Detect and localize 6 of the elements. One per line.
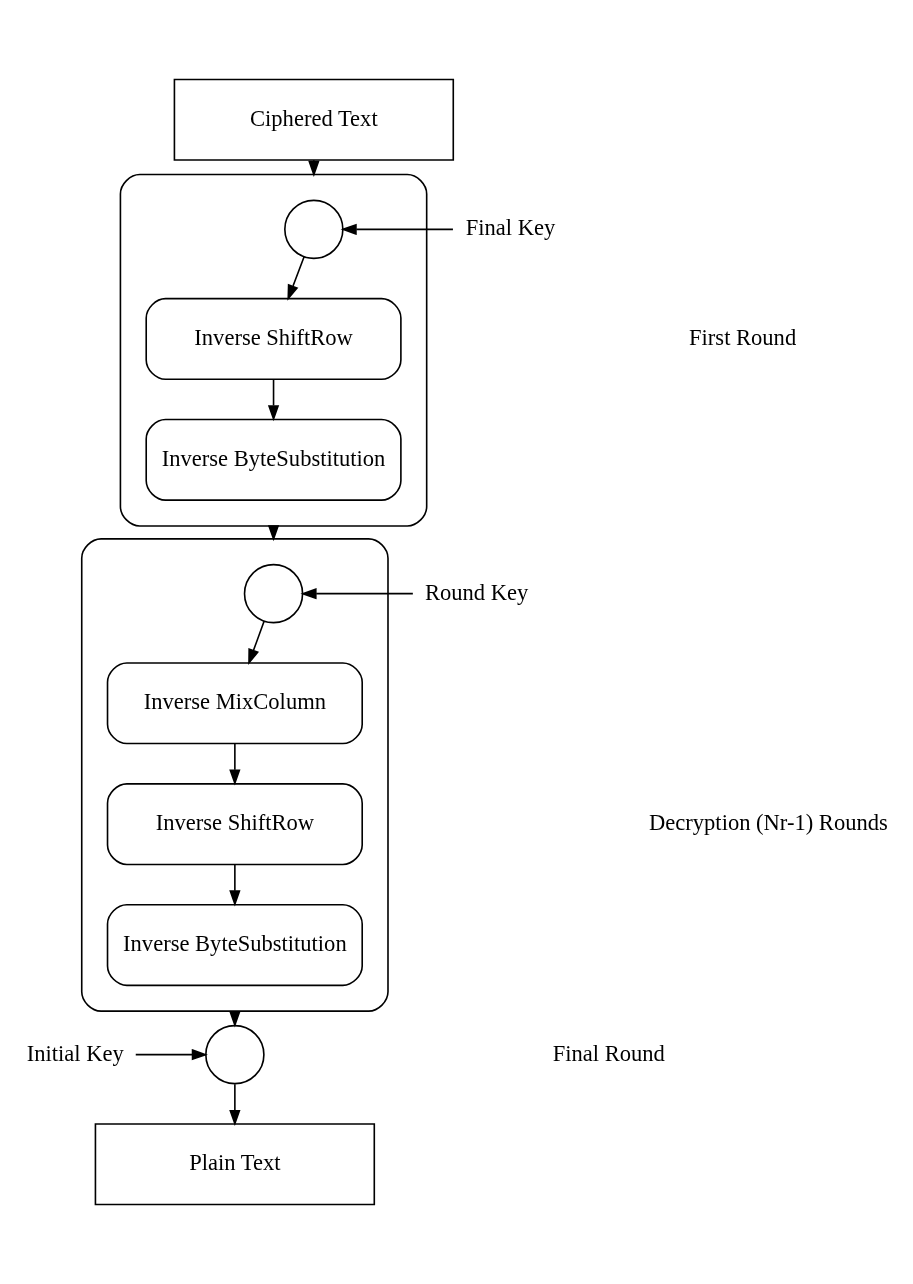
node-text: Initial Key <box>26 1040 124 1066</box>
node-text: Final Key <box>465 215 556 241</box>
label: Final Round <box>552 1040 665 1066</box>
label: First Round <box>689 324 797 350</box>
node-text: Round Key <box>424 579 529 605</box>
label: Decryption (Nr-1) Rounds <box>649 810 888 836</box>
